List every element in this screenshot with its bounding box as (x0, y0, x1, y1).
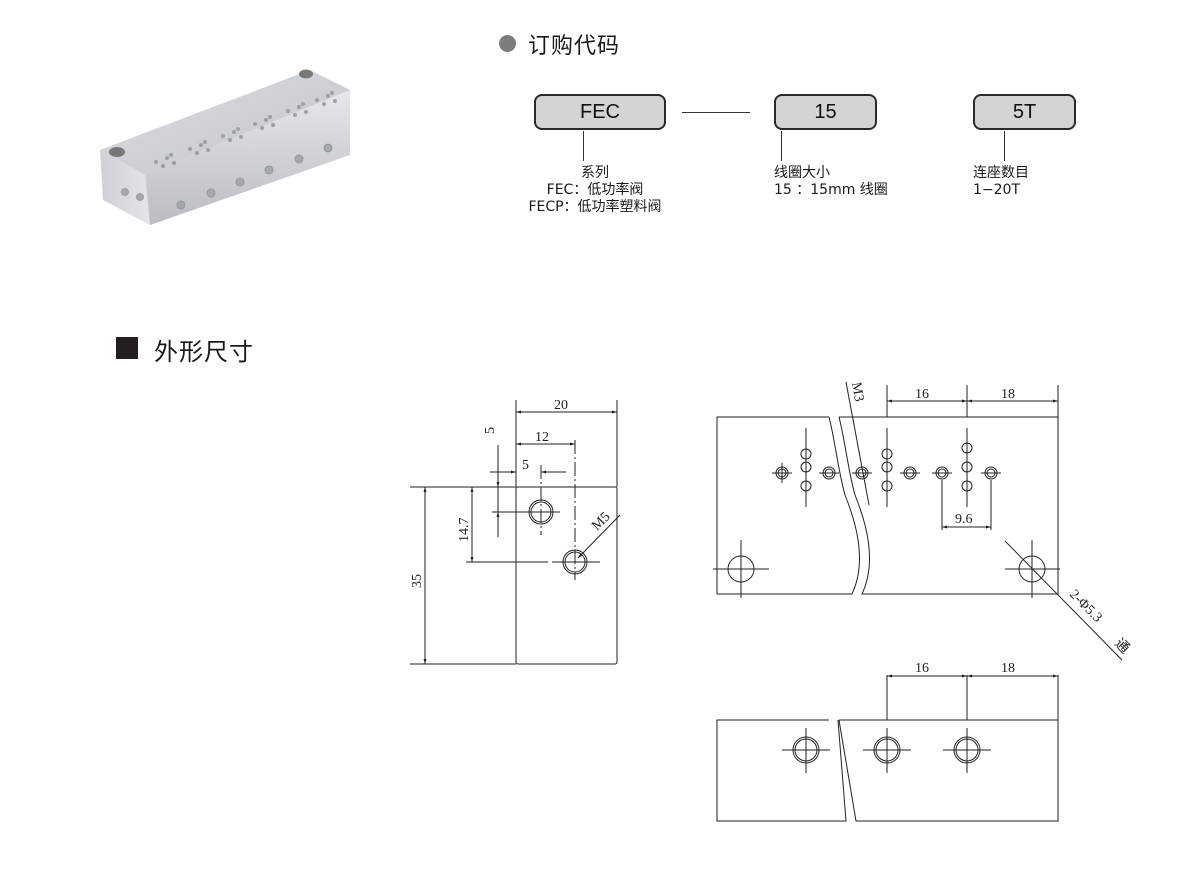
top-view-right-outline (838, 416, 1059, 595)
m3-leader (845, 381, 870, 506)
section-bullet-square-icon (116, 337, 138, 359)
side-view (410, 400, 621, 665)
bottom-view-right-outline (838, 719, 1059, 822)
dim-label-top-end-offset: 18 (1001, 387, 1015, 402)
code-box-series: FEC (534, 94, 666, 130)
dim-label-port-offset-x: 5 (522, 458, 529, 473)
pilot-holes (772, 428, 1001, 507)
top-view-left-outline (716, 416, 860, 595)
series-option: FECP：低功率塑料阀 (528, 199, 662, 215)
top-view (713, 381, 1123, 661)
section-bullet-icon (499, 35, 516, 52)
bottom-view (716, 674, 1059, 822)
code-box-coil-size: 15 (774, 94, 877, 130)
station-count-label: 连座数目 (973, 165, 1029, 181)
dim-label-bottom-pitch: 16 (915, 661, 929, 676)
series-label: 系列 (581, 165, 609, 181)
station-count-option: 1−20T (973, 182, 1021, 198)
bottom-view-left-outline (716, 719, 847, 822)
dim-label-pilot-pitch: 9.6 (955, 512, 973, 527)
dimensions-title: 外形尺寸 (154, 338, 254, 366)
series-option: FEC：低功率阀 (546, 182, 644, 198)
side-view-outline (515, 486, 618, 665)
code-box-station-count: 5T (973, 94, 1076, 130)
coil-size-description: 线圈大小 15 ：15mm 线圈 (774, 165, 934, 199)
mount-hole-leader (1004, 540, 1123, 661)
dim-label-hole-offset: 12 (535, 430, 549, 445)
thread-label-m3: M3 (848, 381, 866, 403)
mount-hole-note: 通 (1111, 636, 1132, 657)
station-count-description: 连座数目 1−20T (973, 165, 1093, 199)
mount-hole-label: 2-Φ5.3 (1066, 587, 1104, 625)
series-description: 系列 FEC：低功率阀 FECP：低功率塑料阀 (510, 165, 680, 216)
product-photo (95, 60, 375, 230)
dim-label-top-pitch: 16 (915, 387, 929, 402)
dim-label-bottom-end-offset: 18 (1001, 661, 1015, 676)
code-leader-line (1004, 131, 1005, 161)
thread-label-m5: M5 (589, 509, 613, 533)
code-leader-line (781, 131, 782, 161)
dim-label-width: 20 (554, 398, 568, 413)
dim-label-port-offset-y: 5 (483, 427, 498, 434)
coil-size-label: 线圈大小 (774, 165, 830, 181)
ordering-code-title: 订购代码 (528, 34, 621, 59)
coil-size-option: 15 ：15mm 线圈 (774, 182, 888, 198)
code-separator-dash (682, 112, 750, 113)
dim-label-height: 35 (410, 574, 425, 588)
manifold-block-illustration (100, 69, 350, 225)
m5-leader (577, 514, 621, 559)
dim-label-port-spacing: 14.7 (457, 518, 472, 543)
code-leader-line (583, 131, 584, 161)
